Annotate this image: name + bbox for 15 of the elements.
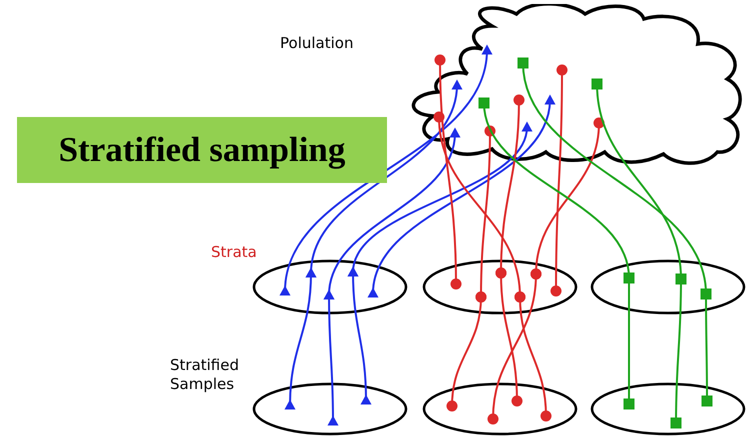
connector-line <box>488 268 542 424</box>
cloud-label: Polulation <box>280 34 354 52</box>
connector-line <box>496 268 522 406</box>
connector-line <box>550 64 568 296</box>
strata-label: Strata <box>211 243 258 262</box>
connector-line <box>514 292 552 422</box>
connector-line <box>368 94 556 298</box>
connector-line <box>324 290 338 426</box>
samples-label: Stratified Samples <box>170 356 240 394</box>
connector-line <box>446 292 486 412</box>
connector-line <box>284 268 316 410</box>
connector-line <box>280 44 492 296</box>
connector-line <box>434 54 462 290</box>
connector-line <box>348 266 372 404</box>
title-banner: Stratified sampling <box>17 117 387 183</box>
